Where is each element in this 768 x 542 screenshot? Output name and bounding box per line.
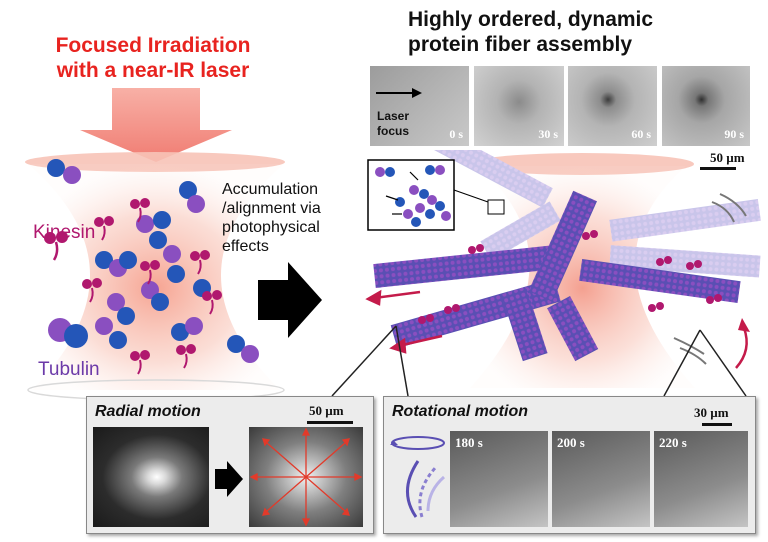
radial-motion-title: Radial motion	[95, 403, 201, 420]
tubulin-label: Tubulin	[38, 359, 100, 380]
radial-image-after	[249, 427, 363, 527]
rotation-time-200: 200 s	[557, 435, 585, 450]
rotation-frame-200: 200 s	[552, 431, 650, 527]
top-scale-bar	[700, 167, 736, 170]
rotational-scale-label: 30 µm	[694, 405, 729, 420]
right-title: Highly ordered, dynamic protein fiber as…	[408, 7, 653, 57]
fiber-assembly-diagram	[365, 150, 761, 388]
rotational-motion-title: Rotational motion	[392, 403, 528, 420]
mechanism-line1: Accumulation	[222, 181, 319, 198]
laser-note-line1: Laser	[377, 109, 410, 123]
radial-scale-bar	[307, 421, 353, 424]
rotation-time-220: 220 s	[659, 435, 687, 450]
frame-time-90: 90 s	[724, 127, 744, 141]
tubulin-dimers	[47, 159, 259, 363]
frame-time-0: 0 s	[449, 127, 463, 141]
mechanism-line4: effects	[222, 238, 269, 255]
rotation-time-180: 180 s	[455, 435, 483, 450]
rotation-frame-220: 220 s	[654, 431, 748, 527]
molecules-left	[44, 159, 259, 375]
right-title-line1: Highly ordered, dynamic	[408, 8, 654, 31]
left-title-line1: Focused Irradiation	[55, 34, 251, 57]
laser-note-line2: focus	[377, 124, 410, 138]
panel-connectors	[331, 325, 747, 397]
radial-scale-label: 50 µm	[309, 403, 344, 418]
radial-arrows-overlay	[249, 427, 363, 527]
rotation-schematic-icon	[390, 436, 446, 518]
mechanism-line2: /alignment via	[222, 200, 321, 217]
laser-cone-left	[25, 88, 285, 400]
rotational-scale-bar	[702, 423, 732, 426]
timelapse-frame-60: 60 s	[568, 66, 657, 146]
rotation-frame-180: 180 s	[450, 431, 548, 527]
kinesin-molecules	[44, 198, 222, 375]
kinesin-label: Kinesin	[33, 222, 96, 243]
radial-step-arrow-icon	[215, 461, 243, 497]
fibers-foreground	[373, 190, 741, 362]
frame-time-60: 60 s	[631, 127, 651, 141]
left-title-line2: with a near-IR laser	[56, 59, 250, 82]
process-arrow-icon	[258, 262, 322, 338]
mechanism-line3: photophysical	[222, 219, 320, 236]
frame-time-30: 30 s	[538, 127, 558, 141]
radial-direction-arrows	[365, 289, 443, 354]
right-title-line2: protein fiber assembly	[408, 33, 633, 56]
timelapse-frame-90: 90 s	[662, 66, 750, 146]
kinesin-right	[418, 230, 722, 324]
timelapse-frame-30: 30 s	[474, 66, 564, 146]
left-title: Focused Irradiation with a near-IR laser	[18, 33, 288, 83]
mechanism-text: Accumulation /alignment via photophysica…	[222, 180, 321, 256]
top-scale-label: 50 µm	[710, 150, 745, 165]
rotation-arrow-icon	[735, 327, 748, 369]
laser-arrow	[80, 88, 232, 162]
timelapse-frame-0: Laser focus 0 s	[370, 66, 469, 146]
rotational-motion-panel: Rotational motion 30 µm 180 s 200 s 220 …	[383, 396, 756, 534]
laser-arrow-icon	[376, 88, 422, 98]
laser-focus-note: Laser focus	[377, 109, 409, 139]
radial-image-before	[93, 427, 209, 527]
radial-motion-panel: Radial motion 50 µm	[86, 396, 374, 534]
